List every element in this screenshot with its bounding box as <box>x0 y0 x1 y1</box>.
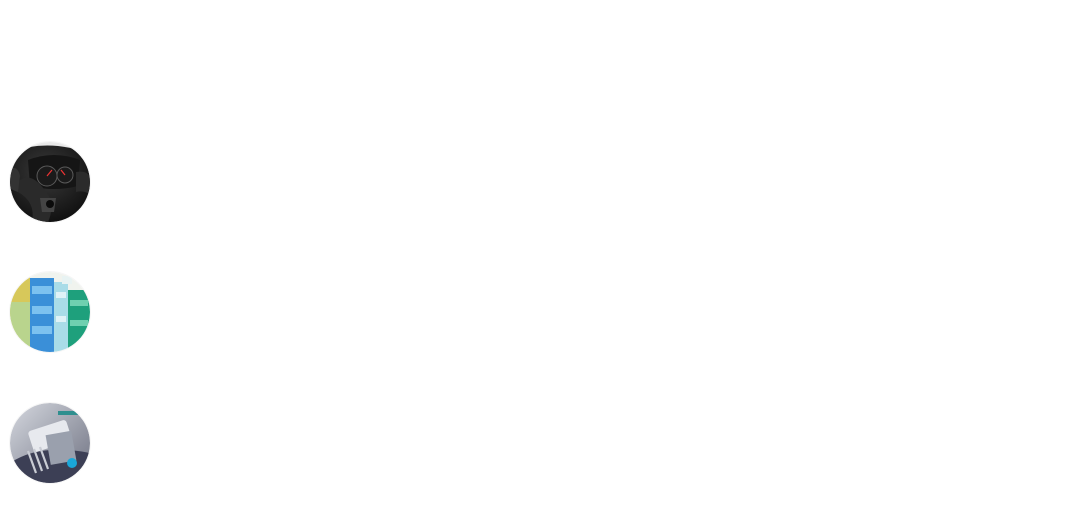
list-item-machinery[interactable] <box>10 403 610 483</box>
metal-machinery-image <box>10 403 90 483</box>
list-item-automotive[interactable] <box>10 142 610 222</box>
list-item-plastics[interactable] <box>10 272 610 352</box>
car-dashboard-image <box>10 142 90 222</box>
plastic-bottles-image <box>10 272 90 352</box>
